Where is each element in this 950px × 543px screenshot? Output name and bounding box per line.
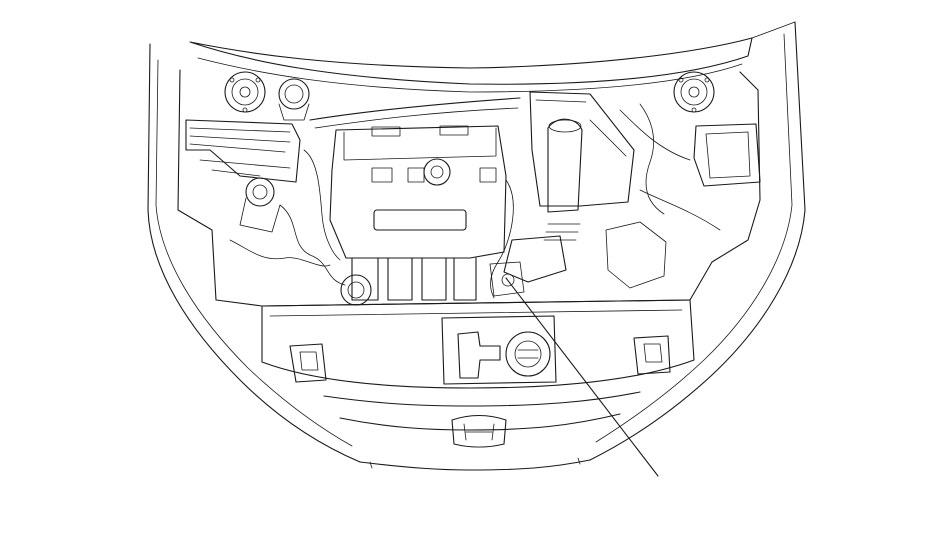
bumper-slot-2 xyxy=(577,457,581,465)
honda-h-logo xyxy=(451,414,507,448)
bumper-upper xyxy=(323,391,641,407)
right-headlight-tab xyxy=(633,335,671,375)
engine-badge-plate xyxy=(373,209,467,231)
oil-filler-cap xyxy=(423,158,451,186)
right-strut-tower xyxy=(673,71,715,113)
left-headlight-tab xyxy=(289,343,327,383)
callout-leader-line xyxy=(505,277,659,477)
cylinder-head-cover xyxy=(329,125,507,259)
air-cleaner-box xyxy=(529,91,635,207)
hood-outline xyxy=(189,37,753,85)
left-wiring-2 xyxy=(229,239,331,267)
throttle-body xyxy=(489,235,567,297)
right-fender xyxy=(589,21,806,461)
reservoir-cap xyxy=(278,78,310,121)
windshield-pillar-right xyxy=(751,21,796,39)
left-canister xyxy=(239,177,281,233)
bumper-slot xyxy=(369,461,373,469)
center-harness-2 xyxy=(314,107,519,129)
brake-lines xyxy=(185,119,301,183)
radiator-support xyxy=(261,299,695,389)
bumper-lower xyxy=(359,459,591,471)
intake-runners xyxy=(351,257,477,301)
left-strut-tower xyxy=(224,71,266,113)
intake-duct xyxy=(543,118,583,241)
left-wiring xyxy=(279,204,346,286)
fuse-box xyxy=(693,123,761,187)
left-loom xyxy=(303,149,341,261)
radiator-support-inner xyxy=(269,309,683,317)
bumper-mid xyxy=(339,413,621,431)
left-fender-inner xyxy=(155,59,353,447)
radiator-cap xyxy=(441,315,557,385)
hood-inner-edge xyxy=(197,57,743,93)
battery-cables xyxy=(605,103,721,289)
right-loom xyxy=(490,179,514,299)
left-fender xyxy=(147,43,361,463)
center-harness xyxy=(309,97,521,121)
right-fender-inner xyxy=(595,33,793,443)
